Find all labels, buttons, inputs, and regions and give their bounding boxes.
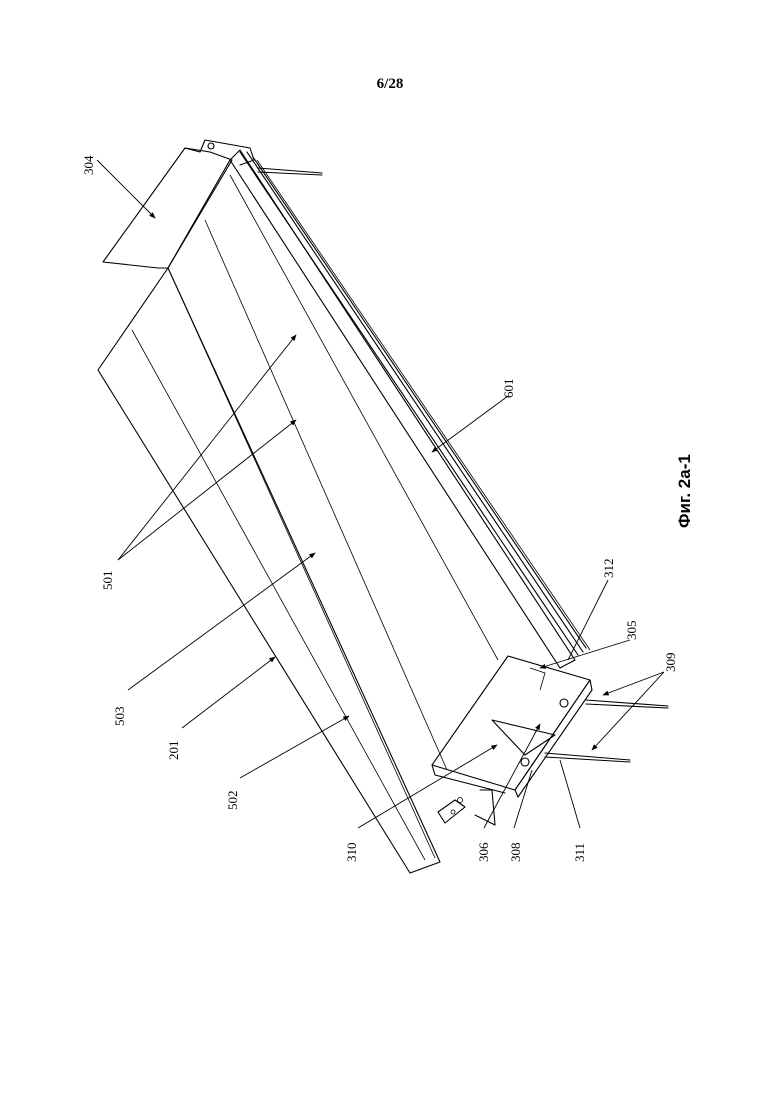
label-601: 601 <box>501 379 516 399</box>
label-308: 308 <box>508 843 523 863</box>
label-304: 304 <box>81 155 96 175</box>
end-box <box>432 656 668 825</box>
label-310: 310 <box>344 843 359 863</box>
label-201: 201 <box>166 741 181 761</box>
panel-body <box>98 150 590 873</box>
figure-caption: Фиг. 2а-1 <box>675 454 694 528</box>
label-501: 501 <box>100 571 115 591</box>
label-312: 312 <box>601 559 616 579</box>
label-311: 311 <box>572 843 587 862</box>
label-503: 503 <box>112 707 127 727</box>
leader-lines <box>97 160 664 828</box>
label-309: 309 <box>663 653 678 673</box>
label-305: 305 <box>624 621 639 641</box>
label-502: 502 <box>225 791 240 811</box>
top-bracket <box>103 140 322 268</box>
label-306: 306 <box>476 842 491 862</box>
